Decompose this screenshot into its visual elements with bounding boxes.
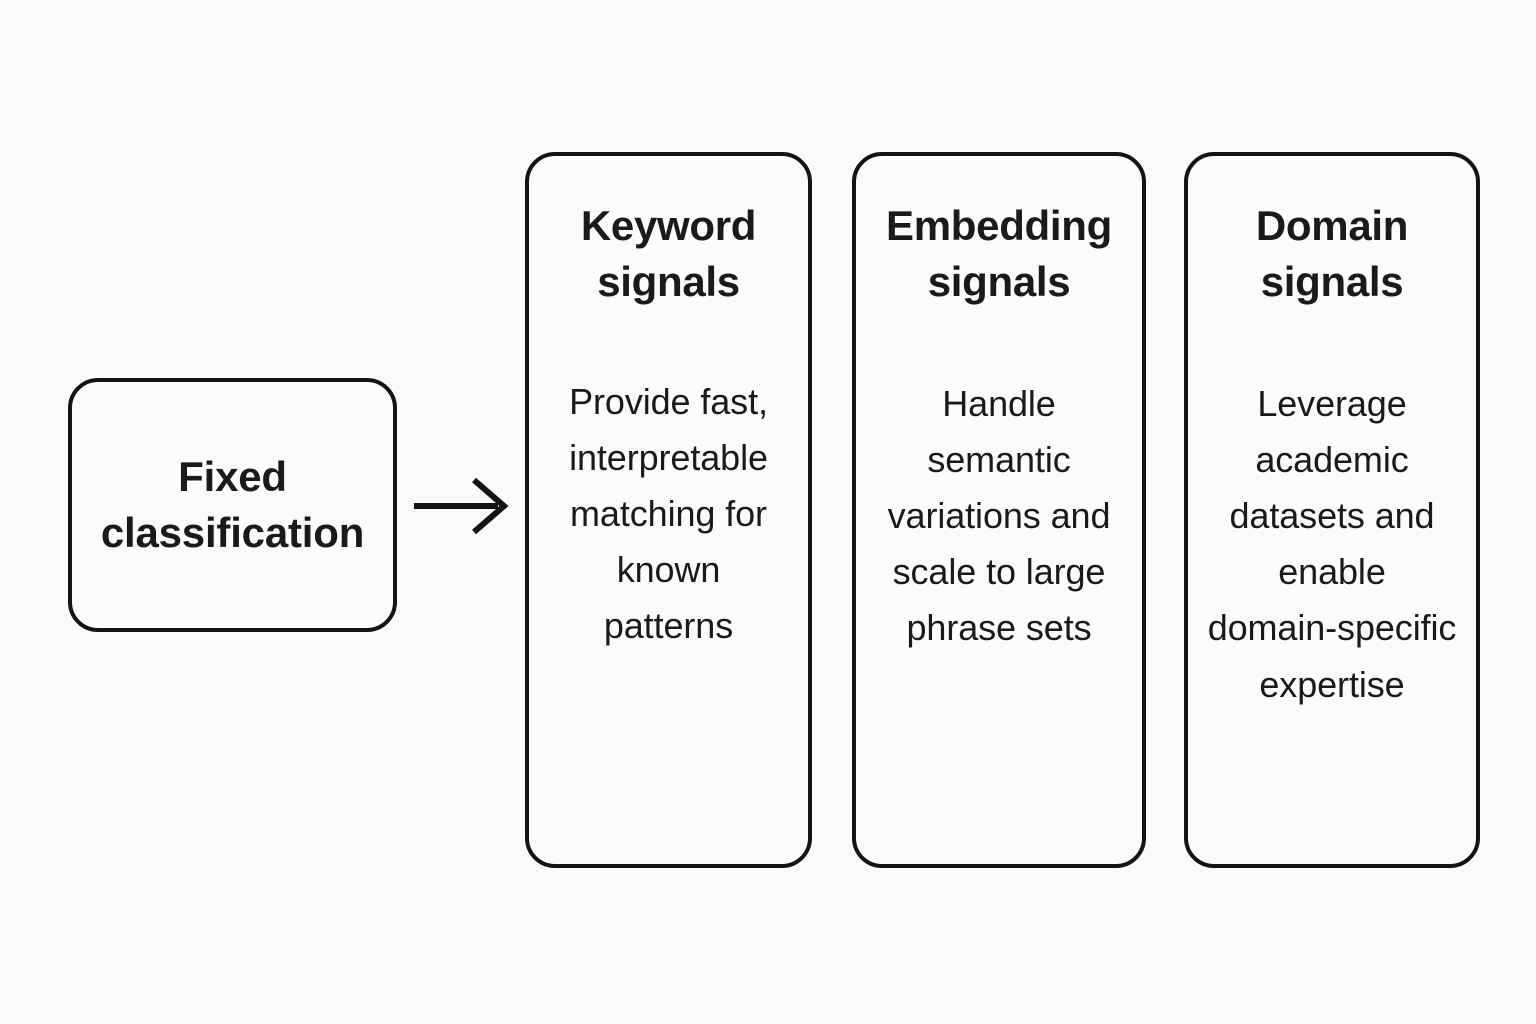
source-node-label: Fixed classification (100, 452, 365, 556)
source-node-fixed-classification[interactable]: Fixed classification (68, 378, 397, 632)
signal-card-body: Provide fast, interpretable matching for… (569, 380, 768, 647)
signal-card-title: Domain signals (1255, 202, 1409, 305)
signal-card-body: Handle semantic variations and scale to … (887, 382, 1111, 649)
arrow-right-icon (408, 470, 518, 542)
signal-card-title: Keyword signals (580, 202, 757, 305)
signal-card-body: Leverage academic datasets and enable do… (1207, 382, 1457, 705)
signal-card-embedding[interactable]: Embedding signals Handle semantic variat… (852, 152, 1146, 868)
signal-card-keyword[interactable]: Keyword signals Provide fast, interpreta… (525, 152, 812, 868)
signal-card-title: Embedding signals (886, 202, 1112, 305)
signal-card-domain[interactable]: Domain signals Leverage academic dataset… (1184, 152, 1480, 868)
